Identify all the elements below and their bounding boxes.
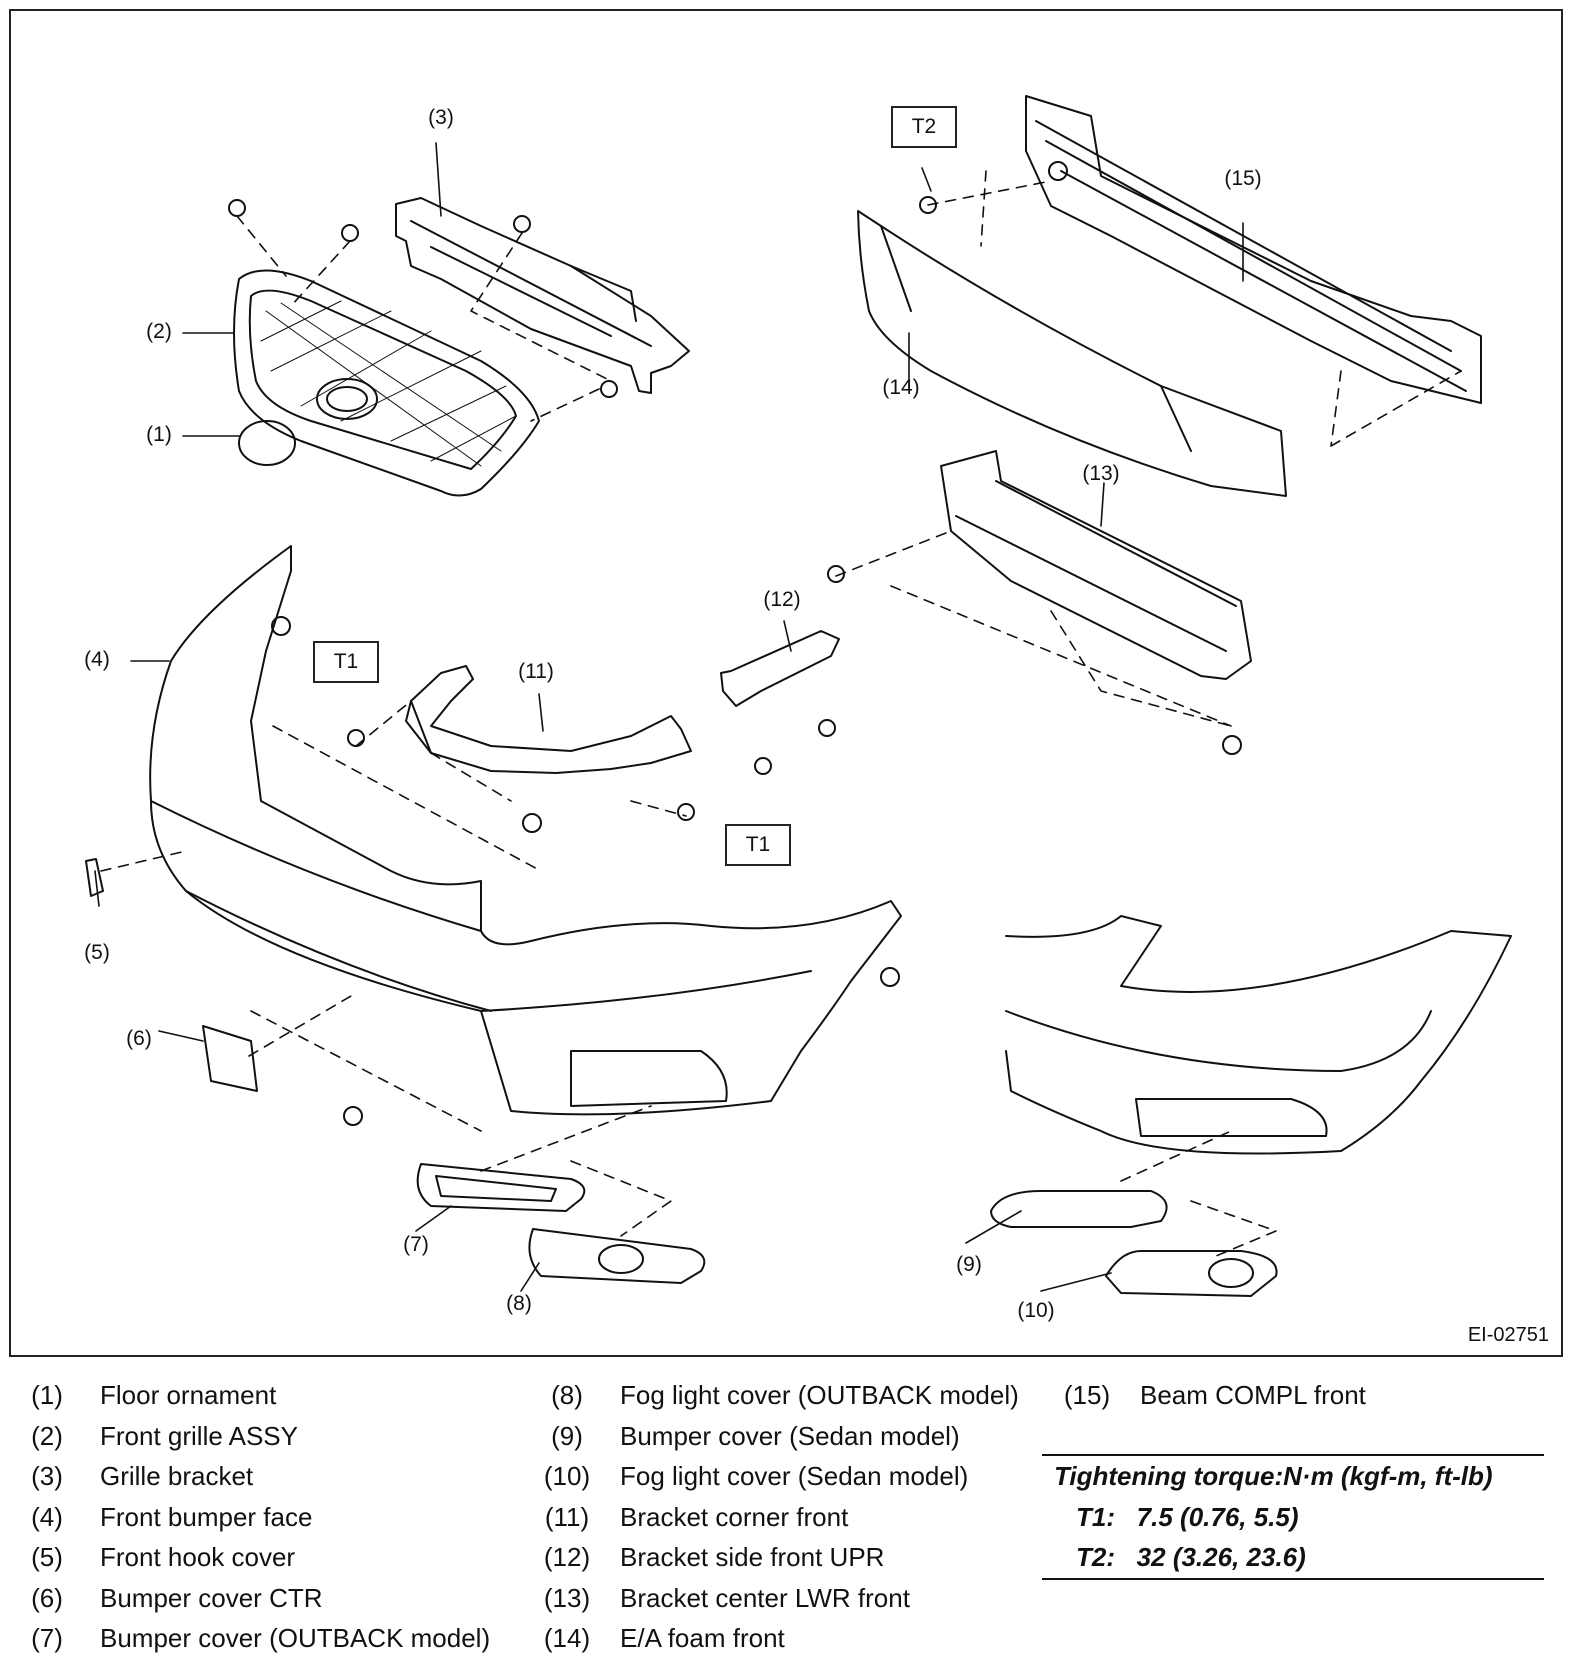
front-bumper-face-part <box>149 545 902 1116</box>
front-grille-part <box>233 269 540 497</box>
callout-12: (12) <box>763 588 801 611</box>
legend-item: (11)Bracket corner front <box>544 1501 849 1532</box>
bracket-side-front-upr-part <box>720 630 840 707</box>
callout-6: (6) <box>126 1027 152 1050</box>
legend-column-3: (15)Beam COMPL front <box>1050 1380 1560 1421</box>
callout-8: (8) <box>506 1292 532 1315</box>
torque-bottom-rule <box>1042 1577 1544 1580</box>
bumper-cover-ctr-part <box>202 1025 258 1092</box>
front-hook-cover-part <box>85 858 104 897</box>
floor-ornament-part <box>238 420 296 466</box>
callout-5: (5) <box>84 941 110 964</box>
legend-item: (3)Grille bracket <box>31 1461 254 1491</box>
fog-light-cover-outback-part <box>528 1228 706 1284</box>
legend-item: (5)Front hook cover <box>31 1542 296 1572</box>
callout-10: (10) <box>1017 1299 1055 1322</box>
legend-column-1: (1)Floor ornament (2)Front grille ASSY (… <box>10 1380 530 1664</box>
torque-tag-t1-right: T1 <box>725 824 791 866</box>
callout-1: (1) <box>146 423 172 446</box>
legend-item: (15)Beam COMPL front <box>1063 1380 1366 1410</box>
legend-item: (2)Front grille ASSY <box>31 1420 298 1451</box>
parts-legend: (1)Floor ornament (2)Front grille ASSY (… <box>0 1380 1574 1668</box>
callout-7: (7) <box>403 1233 429 1256</box>
bracket-corner-front-part <box>405 665 692 774</box>
torque-row-t2: T2: 32 (3.26, 23.6) <box>1076 1542 1306 1572</box>
legend-item: (14)E/A foam front <box>543 1623 785 1653</box>
torque-top-rule <box>1042 1454 1544 1456</box>
grille-bracket-part <box>395 197 690 394</box>
bumper-cover-sedan-part <box>990 1190 1168 1228</box>
fog-light-cover-sedan-part <box>1105 1250 1278 1297</box>
callout-15: (15) <box>1224 167 1262 190</box>
bumper-cover-outback-part <box>416 1163 586 1212</box>
legend-item: (10)Fog light cover (Sedan model) <box>543 1461 969 1491</box>
callout-4: (4) <box>84 648 110 671</box>
sedan-bumper-part <box>1005 915 1512 1155</box>
legend-item: (12)Bracket side front UPR <box>543 1542 885 1572</box>
figure-id: EI-02751 <box>1467 1324 1549 1346</box>
callout-13: (13) <box>1082 462 1120 485</box>
callout-2: (2) <box>146 320 172 343</box>
fastener-bolts <box>228 196 1242 1126</box>
torque-table: Tightening torque:N·m (kgf-m, ft-lb) T1:… <box>1042 1454 1544 1580</box>
exploded-diagram-frame: (3) (2) (1) (15) (14) (13) (12) (11) (4)… <box>9 9 1563 1357</box>
legend-item: (4)Front bumper face <box>31 1501 313 1532</box>
callout-3: (3) <box>428 106 454 129</box>
torque-tag-t1-left: T1 <box>313 641 379 683</box>
beam-compl-front-part <box>1025 95 1482 404</box>
bracket-center-lwr-part <box>940 450 1252 680</box>
legend-item: (8)Fog light cover (OUTBACK model) <box>551 1380 1019 1410</box>
callout-11: (11) <box>518 660 554 683</box>
legend-item: (6)Bumper cover CTR <box>31 1582 323 1613</box>
legend-column-2: (8)Fog light cover (OUTBACK model) (9)Bu… <box>530 1380 1050 1664</box>
legend-item: (1)Floor ornament <box>31 1380 277 1410</box>
callout-14: (14) <box>882 376 920 399</box>
assembly-dashed-lines <box>100 170 1462 1257</box>
torque-title: Tightening torque:N·m (kgf-m, ft-lb) <box>1054 1461 1493 1491</box>
torque-row-t1: T1: 7.5 (0.76, 5.5) <box>1076 1501 1299 1532</box>
exploded-diagram-drawing <box>85 95 1512 1297</box>
callout-9: (9) <box>956 1253 982 1276</box>
legend-item: (13)Bracket center LWR front <box>543 1582 910 1613</box>
ea-foam-front-part <box>857 210 1287 497</box>
legend-item: (7)Bumper cover (OUTBACK model) <box>31 1623 491 1653</box>
legend-item: (9)Bumper cover (Sedan model) <box>551 1420 960 1451</box>
leader-lines <box>94 142 1244 1292</box>
torque-tag-t2: T2 <box>891 106 957 148</box>
